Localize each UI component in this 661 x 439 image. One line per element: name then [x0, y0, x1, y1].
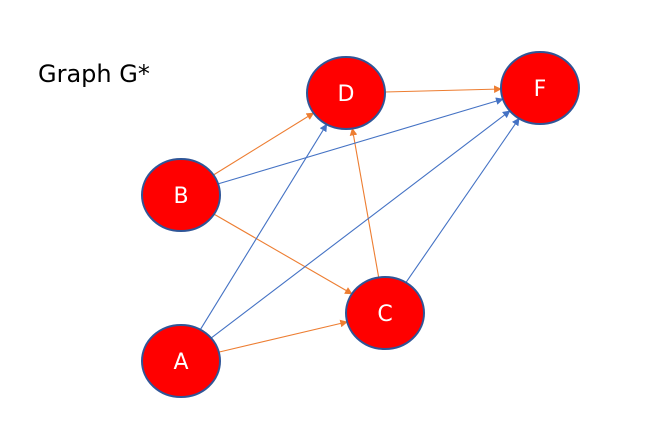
edge-b-c [213, 213, 353, 295]
node-f: F [500, 51, 580, 125]
edge-a-d [199, 123, 328, 330]
edges-layer [199, 85, 520, 353]
node-a-circle [141, 324, 221, 398]
edge-c-f [405, 117, 520, 283]
edge-a-c [218, 319, 348, 353]
edge-c-d [349, 127, 380, 278]
node-b-label: B [173, 184, 188, 209]
node-c: C [345, 276, 425, 350]
edge-b-f [217, 97, 504, 185]
node-a-label: A [173, 350, 188, 375]
node-b-circle [141, 158, 221, 232]
nodes-layer: A B C D F [141, 51, 580, 398]
node-c-label: C [377, 302, 392, 327]
edge-a-f [210, 110, 511, 339]
node-b: B [141, 158, 221, 232]
edge-b-d [213, 112, 315, 176]
graph-title: Graph G* [38, 60, 150, 88]
node-d-circle [306, 56, 386, 130]
node-d: D [306, 56, 386, 130]
edge-d-f [384, 85, 502, 94]
node-d-label: D [338, 82, 355, 107]
node-a: A [141, 324, 221, 398]
node-f-label: F [534, 77, 547, 102]
node-c-circle [345, 276, 425, 350]
node-f-circle [500, 51, 580, 125]
